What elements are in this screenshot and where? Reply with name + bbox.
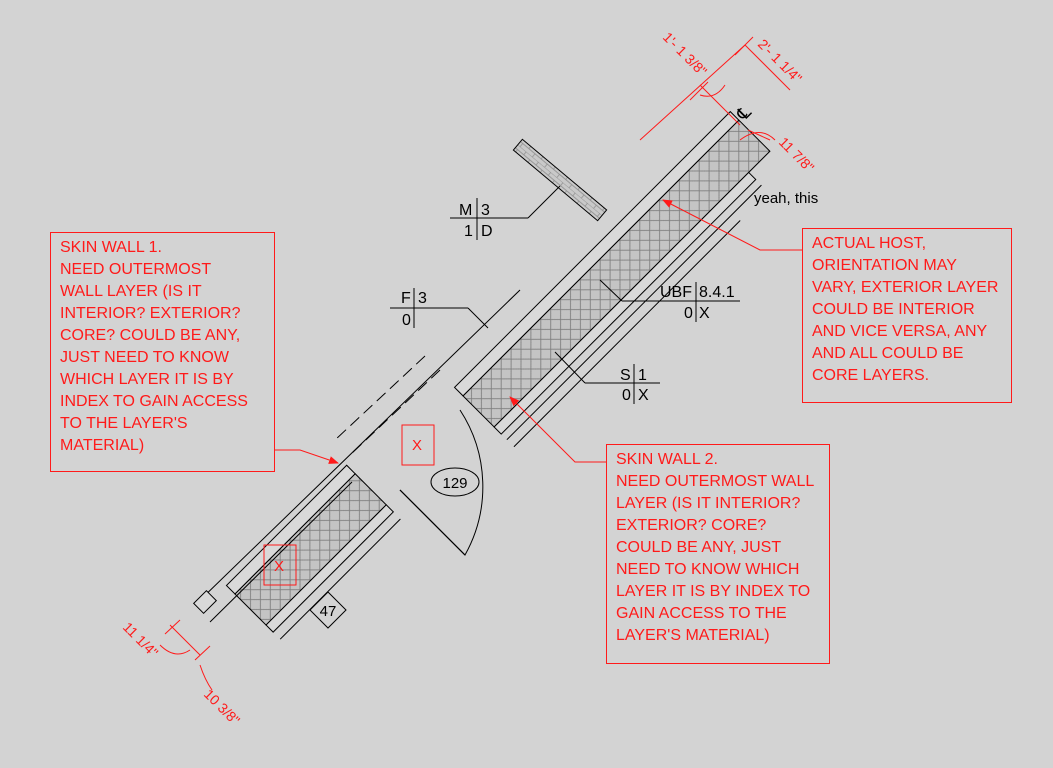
- marker-x2: X: [263, 544, 297, 586]
- tag-f-top-left: F: [401, 290, 411, 307]
- note-line: LAYER'S MATERIAL): [616, 627, 770, 644]
- marker-x1: X: [401, 424, 435, 466]
- dimensions: [159, 36, 791, 691]
- door-number: 47: [320, 603, 337, 620]
- note-line: INTERIOR? EXTERIOR?: [60, 305, 241, 322]
- dimension-label-d3: 11 7/8": [776, 134, 818, 176]
- marker-x2-label: X: [274, 558, 284, 575]
- comment-text: yeah, this: [754, 190, 819, 207]
- door-swing: [399, 409, 484, 556]
- leader-skin-wall-2: [509, 396, 606, 463]
- note-line: GAIN ACCESS TO THE: [616, 605, 787, 622]
- note-line: SKIN WALL 2.: [616, 451, 718, 468]
- note-line: CORE LAYERS.: [812, 367, 930, 384]
- tag-ubf-top-right: 8.4.1: [699, 284, 735, 301]
- host-wall-core: [462, 119, 771, 428]
- tag-f: F 3 0: [390, 288, 489, 329]
- note-line: COULD BE ANY, JUST: [616, 539, 782, 556]
- note-line: WALL LAYER (IS IT: [60, 283, 202, 300]
- note-line: AND VICE VERSA, ANY: [812, 323, 988, 340]
- skin-wall-1-layer: [493, 171, 757, 435]
- tag-f-bottom-left: 0: [402, 312, 411, 329]
- room-tag: 129: [430, 467, 480, 497]
- note-line: AND ALL COULD BE: [812, 345, 964, 362]
- dimension-label-d1: 1'- 1 3/8": [660, 29, 710, 79]
- note-line: COULD BE INTERIOR: [812, 301, 975, 318]
- door-leaf: [399, 489, 466, 556]
- tag-s-top-right: 1: [638, 367, 647, 384]
- tag-m-bottom-right: D: [481, 223, 493, 240]
- wall-assembly: [192, 110, 771, 640]
- note-line: MATERIAL): [60, 437, 145, 454]
- note-actual-host: ACTUAL HOST, ORIENTATION MAY VARY, EXTER…: [802, 228, 1012, 403]
- note-line: ORIENTATION MAY: [812, 257, 957, 274]
- tag-s-bottom-right: X: [638, 387, 649, 404]
- note-line: SKIN WALL 1.: [60, 239, 162, 256]
- note-line: LAYER IT IS BY INDEX TO: [616, 583, 811, 600]
- note-line: TO THE LAYER'S: [60, 415, 188, 432]
- tag-m-top-left: M: [459, 202, 472, 219]
- tag-ubf-bottom-right: X: [699, 305, 710, 322]
- note-line: JUST NEED TO KNOW: [60, 349, 229, 366]
- tag-ubf-top-left: UBF: [660, 284, 692, 301]
- note-line: INDEX TO GAIN ACCESS: [60, 393, 248, 410]
- door-tag: 47: [309, 591, 347, 629]
- tag-s-top-left: S: [620, 367, 631, 384]
- note-line: NEED OUTERMOST: [60, 261, 212, 278]
- mullion: [512, 138, 608, 222]
- tag-f-top-right: 3: [418, 290, 427, 307]
- dimension-label-d2: 2'- 1 1/4": [755, 36, 805, 86]
- tag-s: S 1 0 X: [554, 351, 660, 404]
- note-skin-wall-1: SKIN WALL 1. NEED OUTERMOST WALL LAYER (…: [50, 232, 275, 472]
- tag-m-top-right: 3: [481, 202, 490, 219]
- dimension-label-d4: 11 1/4": [120, 619, 162, 661]
- note-line: WHICH LAYER IT IS BY: [60, 371, 234, 388]
- leader-actual-host: [662, 199, 802, 251]
- host-wall-lower: [234, 473, 387, 626]
- skin-wall-2-layer: [453, 110, 740, 397]
- tag-ubf: UBF 8.4.1 0 X: [599, 279, 740, 322]
- dimension-label-d5: 10 3/8": [201, 686, 243, 728]
- tag-s-bottom-left: 0: [622, 387, 631, 404]
- tag-m: M 3 1 D: [450, 185, 561, 240]
- note-line: CORE? COULD BE ANY,: [60, 327, 241, 344]
- dimension-line-top: [639, 44, 746, 141]
- note-line: EXTERIOR? CORE?: [616, 517, 767, 534]
- leader-arrows: [275, 199, 802, 464]
- note-line: NEED OUTERMOST WALL: [616, 473, 815, 490]
- note-line: VARY, EXTERIOR LAYER: [812, 279, 999, 296]
- tag-ubf-bottom-left: 0: [684, 305, 693, 322]
- opening-dashed-line: [349, 369, 441, 456]
- leader-skin-wall-1: [275, 449, 339, 464]
- note-line: LAYER (IS IT INTERIOR?: [616, 495, 801, 512]
- note-skin-wall-2: SKIN WALL 2. NEED OUTERMOST WALL LAYER (…: [606, 444, 830, 664]
- tag-m-bottom-left: 1: [464, 223, 473, 240]
- exterior-wall-line: [194, 289, 521, 606]
- marker-x1-label: X: [412, 437, 422, 454]
- note-line: NEED TO KNOW WHICH: [616, 561, 800, 578]
- note-line: ACTUAL HOST,: [812, 235, 927, 252]
- room-number: 129: [442, 475, 467, 492]
